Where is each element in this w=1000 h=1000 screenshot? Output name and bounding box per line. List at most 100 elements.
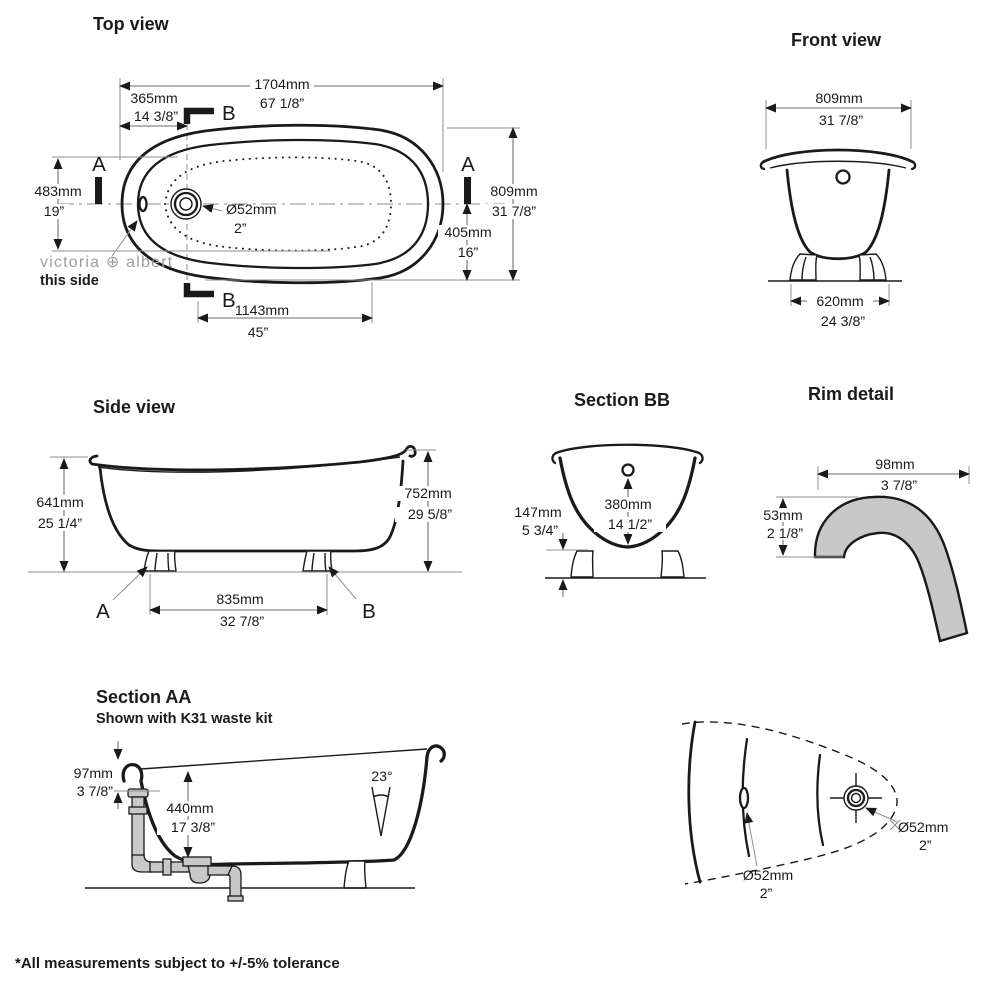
dim-floor-clearance: 147mm 5 3/4” (514, 505, 588, 597)
side-rim-top (88, 448, 408, 472)
rim-detail-title: Rim detail (808, 384, 894, 404)
detail-dashed-outline (681, 721, 898, 885)
detail-inner-arc (816, 753, 825, 847)
leader-line (111, 220, 138, 257)
dim-rim-height: 53mm 2 1/8” (755, 496, 858, 558)
section-a-letter: A (461, 153, 475, 176)
front-overflow-hole (835, 169, 851, 185)
brand-logo-text: victoria ⊕ albert (40, 254, 173, 271)
overflow-dia-label: Ø52mm 2” (743, 812, 793, 902)
outlet-elbow (227, 865, 242, 899)
label-mask (594, 517, 666, 532)
drain-dia-label: Ø52mm 2” (202, 202, 276, 237)
front-rim-tip-left (759, 160, 766, 171)
bb-walls (558, 456, 697, 549)
foot-claw-line (324, 552, 327, 572)
dim-in: 3 7/8” (77, 784, 114, 800)
dim-mm: 641mm (36, 495, 83, 511)
section-a-tick (95, 177, 102, 204)
label-mask (29, 184, 87, 199)
dim-in: 32 7/8” (220, 614, 264, 630)
section-aa: Section AA Shown with K31 waste kit 23° (74, 687, 446, 902)
label-mask (157, 820, 229, 835)
dim-in: 25 1/4” (38, 516, 82, 532)
label-mask (398, 486, 458, 501)
side-section-labels: A B (96, 566, 376, 623)
dim-in: 2” (919, 838, 932, 854)
dim-mm: 97mm (74, 766, 113, 782)
leader-line (744, 812, 758, 867)
dim-height-low: 641mm 25 1/4” (26, 456, 94, 572)
top-view-outer-rim (120, 123, 445, 285)
dim-mm: 483mm (34, 184, 81, 200)
label-mask (807, 294, 873, 308)
dim-mm: 809mm (490, 184, 537, 200)
label-mask (755, 526, 813, 540)
bb-rim-tip-right (697, 451, 704, 465)
side-view-title: Side view (93, 397, 176, 417)
dim-overall-length: 1704mm 67 1/8” (119, 76, 444, 172)
dim-in: 2 1/8” (767, 526, 804, 542)
dim-rim-drop: 97mm 3 7/8” (74, 741, 160, 809)
dim-height-high: 752mm 29 5/8” (395, 449, 465, 572)
aa-tub-profile (121, 755, 429, 867)
dim-in: 29 5/8” (408, 507, 452, 523)
dim-drain-offset: 365mm 14 3/8” (119, 91, 188, 131)
section-aa-subtitle: Shown with K31 waste kit (96, 711, 273, 727)
foot-claw-line (154, 552, 158, 572)
section-b-tick (183, 283, 214, 298)
brand-mark: victoria ⊕ albert this side (40, 220, 173, 289)
section-a-tick (464, 177, 471, 204)
side-rim-tip-right (404, 444, 417, 458)
dim-mm: 147mm (514, 505, 561, 521)
dim-in: 31 7/8” (492, 204, 536, 220)
waste-holes-detail: Ø52mm 2” Ø52mm 2” (681, 720, 948, 902)
foot-claw-line (869, 256, 875, 281)
dim-mm: Ø52mm (743, 868, 793, 884)
dim-front-width: 809mm 31 7/8” (765, 91, 912, 149)
dim-in: 5 3/4” (522, 523, 559, 539)
top-view-title: Top view (93, 14, 170, 34)
this-side-label: this side (40, 273, 99, 289)
leader-x-mark (889, 819, 901, 831)
dim-mm: 1704mm (254, 77, 309, 93)
label-mask (395, 507, 465, 522)
side-rim-underside (97, 456, 401, 473)
dim-mm: 405mm (444, 225, 491, 241)
section-a-letter: A (96, 600, 110, 623)
dim-in: 67 1/8” (260, 96, 304, 112)
dim-drain-length: 1143mm 45” (197, 282, 373, 341)
waste-kit (127, 788, 244, 902)
label-mask (438, 225, 498, 240)
dim-in: 2” (234, 221, 247, 237)
dim-mm: Ø52mm (898, 820, 948, 836)
dim-in: 45” (248, 325, 269, 341)
leader-line (865, 807, 898, 823)
label-mask (452, 245, 484, 260)
rim-cross-section (813, 495, 969, 643)
front-body (785, 168, 891, 261)
dim-in: 19” (44, 204, 65, 220)
aa-rim-tip-right (425, 744, 446, 763)
dim-depth: 380mm 14 1/2” (594, 478, 666, 545)
label-mask (30, 495, 90, 510)
dim-mm: 809mm (815, 91, 862, 107)
label-mask (484, 184, 544, 199)
section-b-tick (183, 107, 214, 124)
side-left-foot (143, 550, 177, 572)
label-mask (250, 76, 314, 90)
aa-rim-top-edge (140, 748, 428, 770)
drain-mid-circle (846, 788, 866, 808)
label-mask (481, 204, 547, 219)
dim-feet-width: 620mm 24 3/8” (790, 284, 890, 330)
detail-drain-hole (830, 773, 882, 823)
dim-mm: 53mm (763, 508, 802, 524)
overflow-pipe (131, 796, 145, 858)
section-aa-title: Section AA (96, 687, 191, 707)
waste-trap (187, 865, 211, 884)
dim-mm: Ø52mm (226, 202, 276, 218)
overflow-pipe-cap (127, 788, 149, 798)
dim-half-width: 405mm 16” (438, 203, 498, 281)
bb-rim-tip-left (551, 451, 558, 465)
